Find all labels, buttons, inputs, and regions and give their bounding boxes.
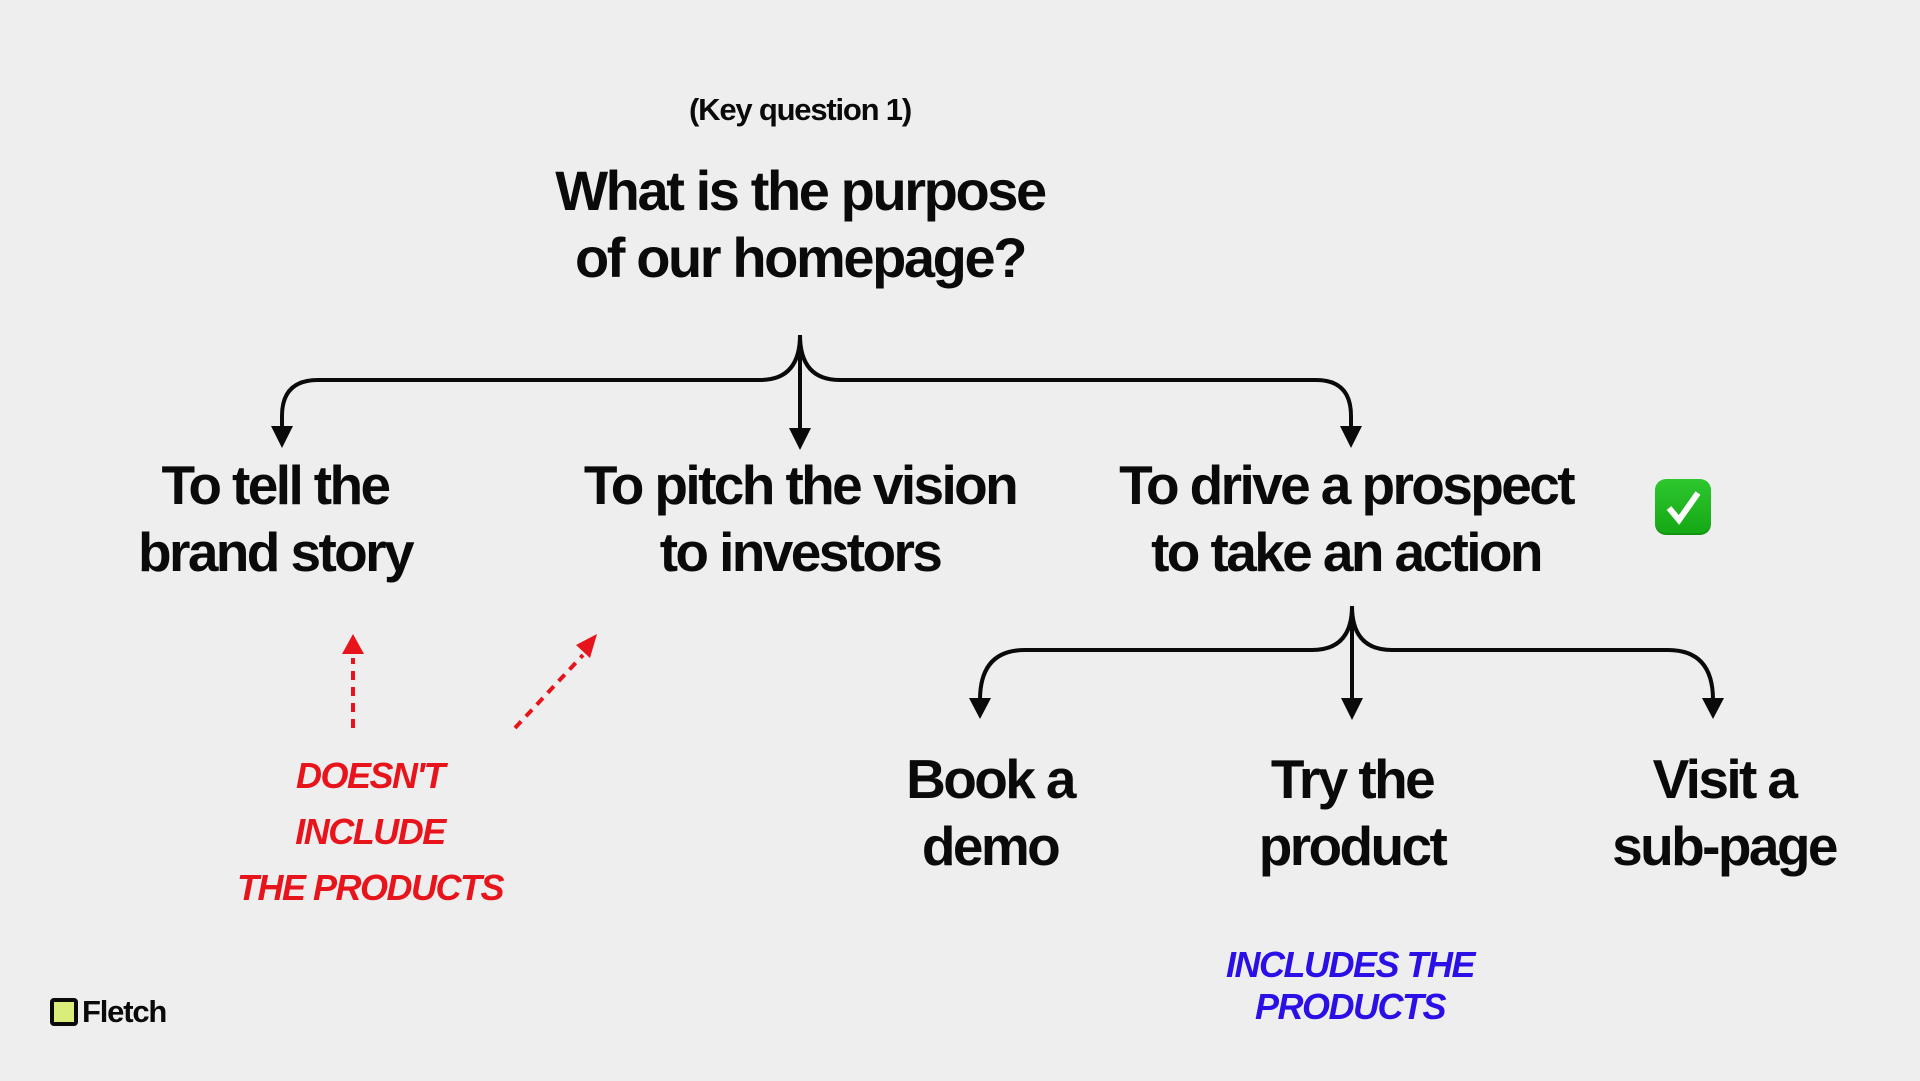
option-book-demo: Book a demo [906, 746, 1076, 880]
main-question-line-2: of our homepage? [574, 226, 1027, 289]
arrowhead-visit [1702, 698, 1724, 719]
arrowhead-diagonal [576, 634, 597, 658]
excludes-note-line-2: the products [236, 867, 505, 908]
option-brand-story-line-2: brand story [138, 521, 415, 583]
arrowhead-book [969, 698, 991, 719]
option-visit-subpage: Visit a sub-page [1612, 746, 1838, 880]
key-question-label: (Key question 1) [689, 92, 912, 127]
level2-bracket [978, 605, 1715, 701]
fletch-logo: Fletch [50, 994, 167, 1030]
arrowhead-center [789, 428, 811, 450]
option-book-demo-line-1: Book a [906, 748, 1076, 810]
excludes-note-line-1: Doesn't include [295, 755, 446, 852]
option-try-product-line-1: Try the [1270, 748, 1436, 810]
excludes-arrow-diagonal [513, 653, 585, 730]
level1-branch-left [280, 334, 802, 428]
level2-arrowheads [969, 698, 1724, 720]
arrowhead-left [271, 426, 293, 448]
option-brand-story: To tell the brand story [138, 452, 415, 586]
option-try-product-line-2: product [1258, 815, 1448, 877]
excludes-products-note: Doesn't include the products [222, 748, 518, 916]
includes-products-note: Includes the products [1225, 944, 1476, 1027]
level1-arrowheads [271, 426, 1362, 450]
option-pitch-investors-line-2: to investors [659, 521, 943, 583]
main-question: What is the purpose of our homepage? [555, 157, 1047, 291]
option-try-product: Try the product [1258, 746, 1448, 880]
option-drive-action-line-1: To drive a prospect [1119, 454, 1575, 516]
excludes-arrowheads [342, 634, 597, 658]
check-glyph [1666, 491, 1701, 525]
option-drive-action-line-2: to take an action [1151, 521, 1543, 583]
option-drive-action: To drive a prospect to take an action [1119, 452, 1575, 586]
arrowhead-try [1341, 698, 1363, 720]
main-question-line-1: What is the purpose [555, 159, 1047, 222]
option-pitch-investors: To pitch the vision to investors [583, 452, 1019, 586]
check-mark-icon [1655, 479, 1711, 535]
level2-branch-right [1350, 605, 1715, 701]
option-visit-subpage-line-2: sub-page [1612, 815, 1838, 877]
option-book-demo-line-2: demo [921, 815, 1061, 877]
excludes-arrows [351, 653, 585, 730]
level1-branch-right [798, 334, 1353, 428]
option-visit-subpage-line-1: Visit a [1652, 748, 1798, 810]
option-pitch-investors-line-1: To pitch the vision [583, 454, 1019, 516]
brand-name: Fletch [82, 994, 167, 1029]
arrowhead-up [342, 634, 364, 654]
level1-bracket [280, 334, 1353, 430]
square-logo-icon [50, 998, 78, 1026]
arrowhead-right [1340, 426, 1362, 448]
option-brand-story-line-1: To tell the [161, 454, 391, 516]
level2-branch-left [978, 605, 1354, 701]
